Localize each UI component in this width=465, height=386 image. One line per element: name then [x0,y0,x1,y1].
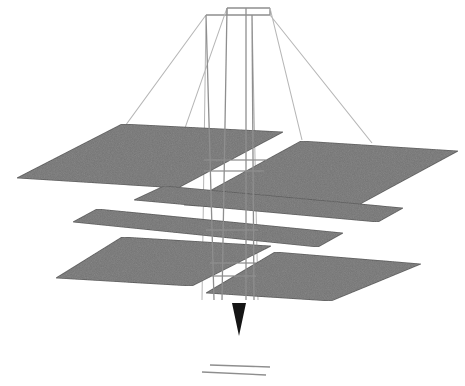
cone-marker [232,303,246,336]
base-lines [202,365,270,375]
top-frame [206,8,270,15]
